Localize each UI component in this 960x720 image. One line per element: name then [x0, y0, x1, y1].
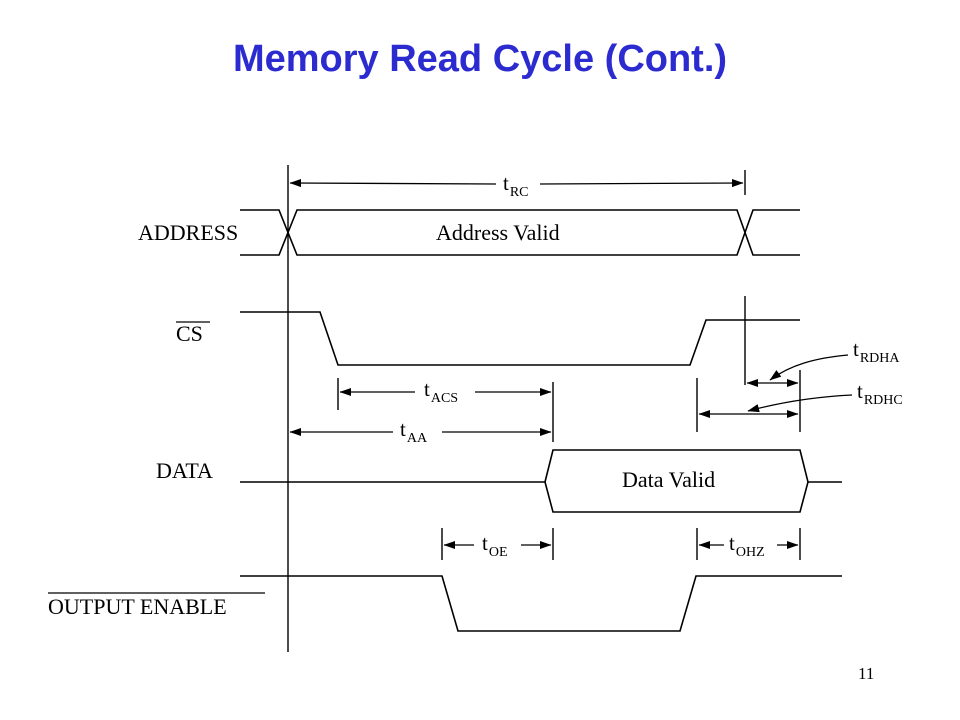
t-acs-label: tACS	[424, 377, 458, 406]
timing-t-aa: tAA	[289, 417, 552, 446]
signal-label-output-enable: OUTPUT ENABLE	[48, 594, 227, 619]
timing-t-rc: tRC	[289, 171, 744, 200]
t-ohz-label: tOHZ	[729, 531, 765, 560]
data-waveform: Data Valid	[240, 449, 842, 513]
page-number: 11	[858, 664, 875, 683]
t-oe-label: tOE	[482, 531, 508, 560]
t-rdhc-label: tRDHC	[857, 379, 903, 408]
signal-label-address: ADDRESS	[138, 220, 238, 245]
signal-label-cs: CS	[176, 321, 203, 346]
timing-t-acs: tACS	[339, 377, 552, 406]
output-enable-waveform	[240, 575, 842, 632]
address-valid-label: Address Valid	[436, 220, 560, 245]
t-rdha-label: tRDHA	[853, 337, 900, 366]
address-waveform: Address Valid	[240, 209, 800, 256]
timing-t-rdhc: tRDHC	[698, 379, 903, 419]
timing-t-oe: tOE	[443, 531, 552, 560]
page-title: Memory Read Cycle (Cont.)	[232, 38, 728, 80]
cs-waveform	[240, 311, 800, 366]
data-valid-label: Data Valid	[622, 467, 715, 492]
t-aa-label: tAA	[400, 417, 428, 446]
signal-label-data: DATA	[156, 458, 213, 483]
timing-extension-lines	[337, 170, 801, 560]
t-rc-label: tRC	[503, 171, 529, 200]
timing-t-rdha: tRDHA	[746, 337, 900, 388]
timing-t-ohz: tOHZ	[698, 531, 799, 560]
